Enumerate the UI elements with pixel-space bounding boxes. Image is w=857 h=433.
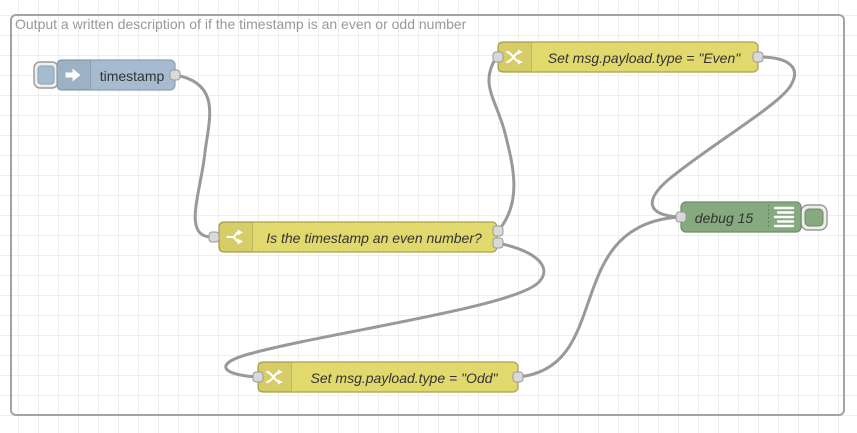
switch-node-label: Is the timestamp an even number? <box>266 230 482 246</box>
wire-change-even-to-debug[interactable] <box>650 55 797 219</box>
switch-input-port[interactable] <box>208 231 220 243</box>
debug-input-port[interactable] <box>675 211 687 223</box>
debug-toggle-button[interactable] <box>804 208 824 227</box>
node-group-label: Output a written description of if the t… <box>15 16 467 32</box>
change-even-node-label: Set msg.payload.type = "Even" <box>548 50 741 66</box>
node-change-even[interactable]: Set msg.payload.type = "Even" <box>492 41 764 73</box>
wire-inject-to-switch[interactable] <box>173 73 213 239</box>
inject-trigger-button[interactable] <box>37 65 55 85</box>
node-debug-15[interactable]: debug 15 <box>675 201 828 233</box>
change-odd-input-port[interactable] <box>252 371 264 383</box>
wire-change-odd-to-debug[interactable] <box>516 215 681 379</box>
wire-switch-out1-to-change-even[interactable] <box>487 56 516 233</box>
list-lines-icon <box>773 206 795 228</box>
inject-output-port[interactable] <box>169 69 181 81</box>
arrow-right-icon <box>65 68 81 82</box>
node-change-odd[interactable]: Set msg.payload.type = "Odd" <box>252 361 524 393</box>
shuffle-arrows-icon <box>266 369 283 385</box>
node-group-outline[interactable] <box>10 14 845 416</box>
shuffle-arrows-icon <box>506 49 523 65</box>
switch-output-port-1[interactable] <box>492 225 504 237</box>
change-even-output-port[interactable] <box>752 51 764 63</box>
change-odd-node-label: Set msg.payload.type = "Odd" <box>311 370 499 386</box>
node-switch-even-check[interactable]: Is the timestamp an even number? <box>208 221 504 253</box>
wire-switch-out2-to-change-odd[interactable] <box>224 241 546 379</box>
change-odd-output-port[interactable] <box>512 371 524 383</box>
switch-icon-area <box>219 222 252 252</box>
switch-output-port-2[interactable] <box>492 237 504 249</box>
node-inject-timestamp[interactable]: timestamp <box>33 59 181 91</box>
debug-node-label: debug 15 <box>695 210 754 226</box>
change-even-input-port[interactable] <box>492 51 504 63</box>
inject-node-label: timestamp <box>100 68 165 84</box>
branch-split-icon <box>226 229 243 245</box>
